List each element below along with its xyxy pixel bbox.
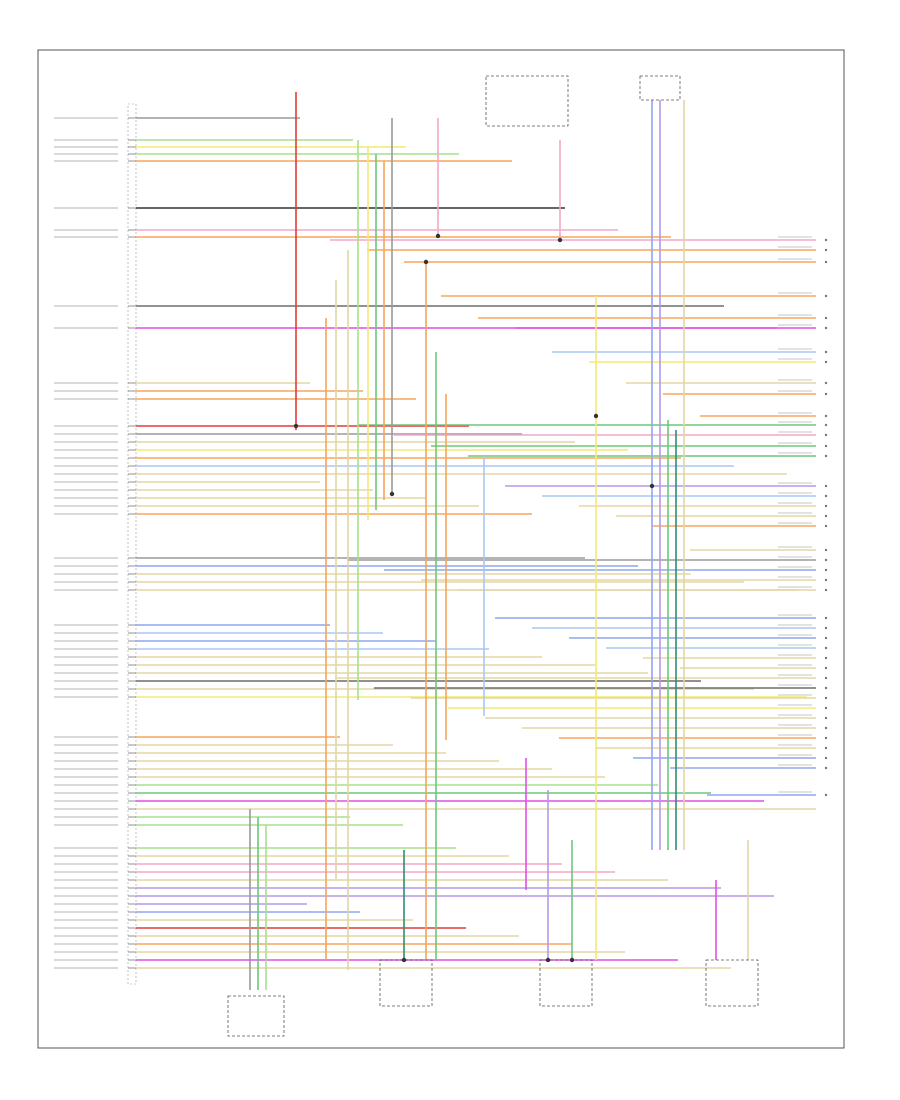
splice-dot bbox=[545, 957, 551, 963]
component-box bbox=[379, 959, 433, 1007]
component-box bbox=[539, 959, 593, 1007]
right-pin bbox=[824, 548, 828, 552]
right-pin bbox=[824, 766, 828, 770]
right-pin bbox=[824, 294, 828, 298]
right-pin bbox=[824, 646, 828, 650]
component-box bbox=[705, 959, 759, 1007]
splice-dot bbox=[649, 483, 655, 489]
right-pin bbox=[824, 736, 828, 740]
right-pin bbox=[824, 656, 828, 660]
right-pin bbox=[824, 616, 828, 620]
right-pin bbox=[824, 326, 828, 330]
component-box bbox=[485, 75, 569, 127]
right-pin bbox=[824, 746, 828, 750]
splice-dot bbox=[401, 957, 407, 963]
right-pin bbox=[824, 558, 828, 562]
right-pin bbox=[824, 686, 828, 690]
right-pin bbox=[824, 793, 828, 797]
splice-dot bbox=[593, 413, 599, 419]
vertical-wires bbox=[249, 92, 749, 990]
right-pin bbox=[824, 238, 828, 242]
right-pin bbox=[824, 578, 828, 582]
right-pin bbox=[824, 706, 828, 710]
splice-points bbox=[293, 233, 655, 963]
right-pin bbox=[824, 454, 828, 458]
right-pin bbox=[824, 716, 828, 720]
right-pin bbox=[824, 350, 828, 354]
right-pin bbox=[824, 381, 828, 385]
right-pin bbox=[824, 484, 828, 488]
right-pin bbox=[824, 626, 828, 630]
component-box bbox=[639, 75, 681, 101]
right-pin bbox=[824, 260, 828, 264]
right-pin bbox=[824, 316, 828, 320]
component-box bbox=[227, 995, 285, 1037]
right-pin bbox=[824, 524, 828, 528]
right-pin bbox=[824, 423, 828, 427]
right-pin bbox=[824, 676, 828, 680]
right-pin bbox=[824, 636, 828, 640]
right-pin bbox=[824, 514, 828, 518]
right-pin bbox=[824, 696, 828, 700]
right-connector-wires bbox=[330, 236, 828, 797]
splice-dot bbox=[569, 957, 575, 963]
right-pin bbox=[824, 568, 828, 572]
right-pin bbox=[824, 360, 828, 364]
right-pin bbox=[824, 588, 828, 592]
splice-dot bbox=[423, 259, 429, 265]
right-pin bbox=[824, 756, 828, 760]
right-pin bbox=[824, 414, 828, 418]
left-connector-wires bbox=[54, 117, 816, 969]
diagram-border bbox=[37, 49, 845, 1049]
components bbox=[227, 75, 759, 1037]
splice-dot bbox=[557, 237, 563, 243]
right-pin bbox=[824, 392, 828, 396]
right-pin bbox=[824, 433, 828, 437]
splice-dot bbox=[435, 233, 441, 239]
splice-dot bbox=[389, 491, 395, 497]
right-pin bbox=[824, 666, 828, 670]
right-pin bbox=[824, 494, 828, 498]
left-connector-outline bbox=[127, 103, 137, 985]
right-pin bbox=[824, 248, 828, 252]
right-pin bbox=[824, 504, 828, 508]
splice-dot bbox=[293, 423, 299, 429]
right-pin bbox=[824, 444, 828, 448]
right-pin bbox=[824, 726, 828, 730]
